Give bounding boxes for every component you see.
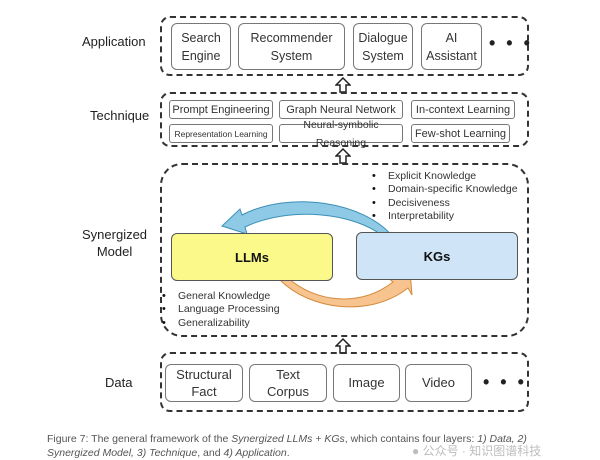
kgs-bullet: Interpretability — [368, 210, 518, 224]
watermark-text: 公众号 · 知识图谱科技 — [422, 444, 542, 458]
kg-to-llm-arrow — [221, 201, 394, 239]
up-arrow-icon — [335, 77, 351, 93]
kgs-bullet-list: Explicit Knowledge Domain-specific Knowl… — [368, 170, 518, 223]
data-ellipsis: • • • — [483, 372, 527, 392]
layer-label-technique: Technique — [90, 108, 150, 123]
app-item-recommender-system: Recommender System — [238, 23, 345, 70]
data-item-text-corpus: Text Corpus — [249, 364, 327, 402]
caption-text: . — [286, 447, 290, 459]
caption-layers: 1) Data, 2) Synergized Model, 3) Techniq… — [47, 433, 527, 459]
caption-layers: 4) Application — [223, 447, 287, 459]
kgs-bullet: Explicit Knowledge — [368, 170, 518, 184]
tech-item-graph-neural-network: Graph Neural Network — [279, 100, 403, 119]
llms-label: LLMs — [235, 249, 269, 265]
synergized-layer-box — [160, 163, 529, 337]
kgs-bullet: Decisiveness — [368, 197, 518, 211]
data-item-video: Video — [405, 364, 472, 402]
figure-caption: Figure 7: The general framework of the S… — [47, 432, 567, 460]
caption-text: , which contains four layers: — [344, 433, 478, 445]
app-item-dialogue-system: Dialogue System — [353, 23, 413, 70]
tech-item-prompt-engineering: Prompt Engineering — [169, 100, 273, 119]
llms-bullet-list: General Knowledge Language Processing Ge… — [158, 290, 280, 330]
tech-item-representation-learning: Representation Learning — [169, 124, 273, 143]
tech-item-few-shot-learning: Few-shot Learning — [411, 124, 510, 143]
llms-bullet: General Knowledge — [158, 290, 280, 304]
app-ellipsis: • • • — [489, 33, 533, 53]
kgs-bullet: Domain-specific Knowledge — [368, 183, 518, 197]
caption-title: Synergized LLMs + KGs — [231, 433, 345, 445]
layer-label-synergized-model: Synergized Model — [82, 227, 148, 259]
layer-label-application: Application — [82, 34, 146, 49]
data-item-image: Image — [333, 364, 400, 402]
kgs-box: KGs — [356, 232, 518, 280]
watermark: ● 公众号 · 知识图谱科技 — [412, 442, 541, 459]
data-layer-box — [160, 352, 529, 412]
kgs-label: KGs — [423, 248, 451, 264]
caption-text: , and — [197, 447, 224, 459]
tech-item-neural-symbolic-reasoning: Neural-symbolic Reasoning — [279, 119, 403, 149]
tech-item-in-context-learning: In-context Learning — [411, 100, 515, 119]
technique-layer-box — [160, 92, 529, 147]
llms-box: LLMs — [171, 233, 333, 281]
layer-label-data: Data — [105, 375, 133, 390]
app-item-search-engine: Search Engine — [171, 23, 231, 70]
llms-bullet: Language Processing — [158, 303, 280, 317]
application-layer-box — [160, 16, 529, 76]
wechat-icon: ● — [412, 444, 420, 458]
app-item-ai-assistant: AI Assistant — [421, 23, 482, 70]
caption-text: Figure 7: The general framework of the — [47, 433, 232, 445]
data-item-structural-fact: Structural Fact — [165, 364, 243, 402]
llms-bullet: Generalizability — [158, 317, 280, 331]
